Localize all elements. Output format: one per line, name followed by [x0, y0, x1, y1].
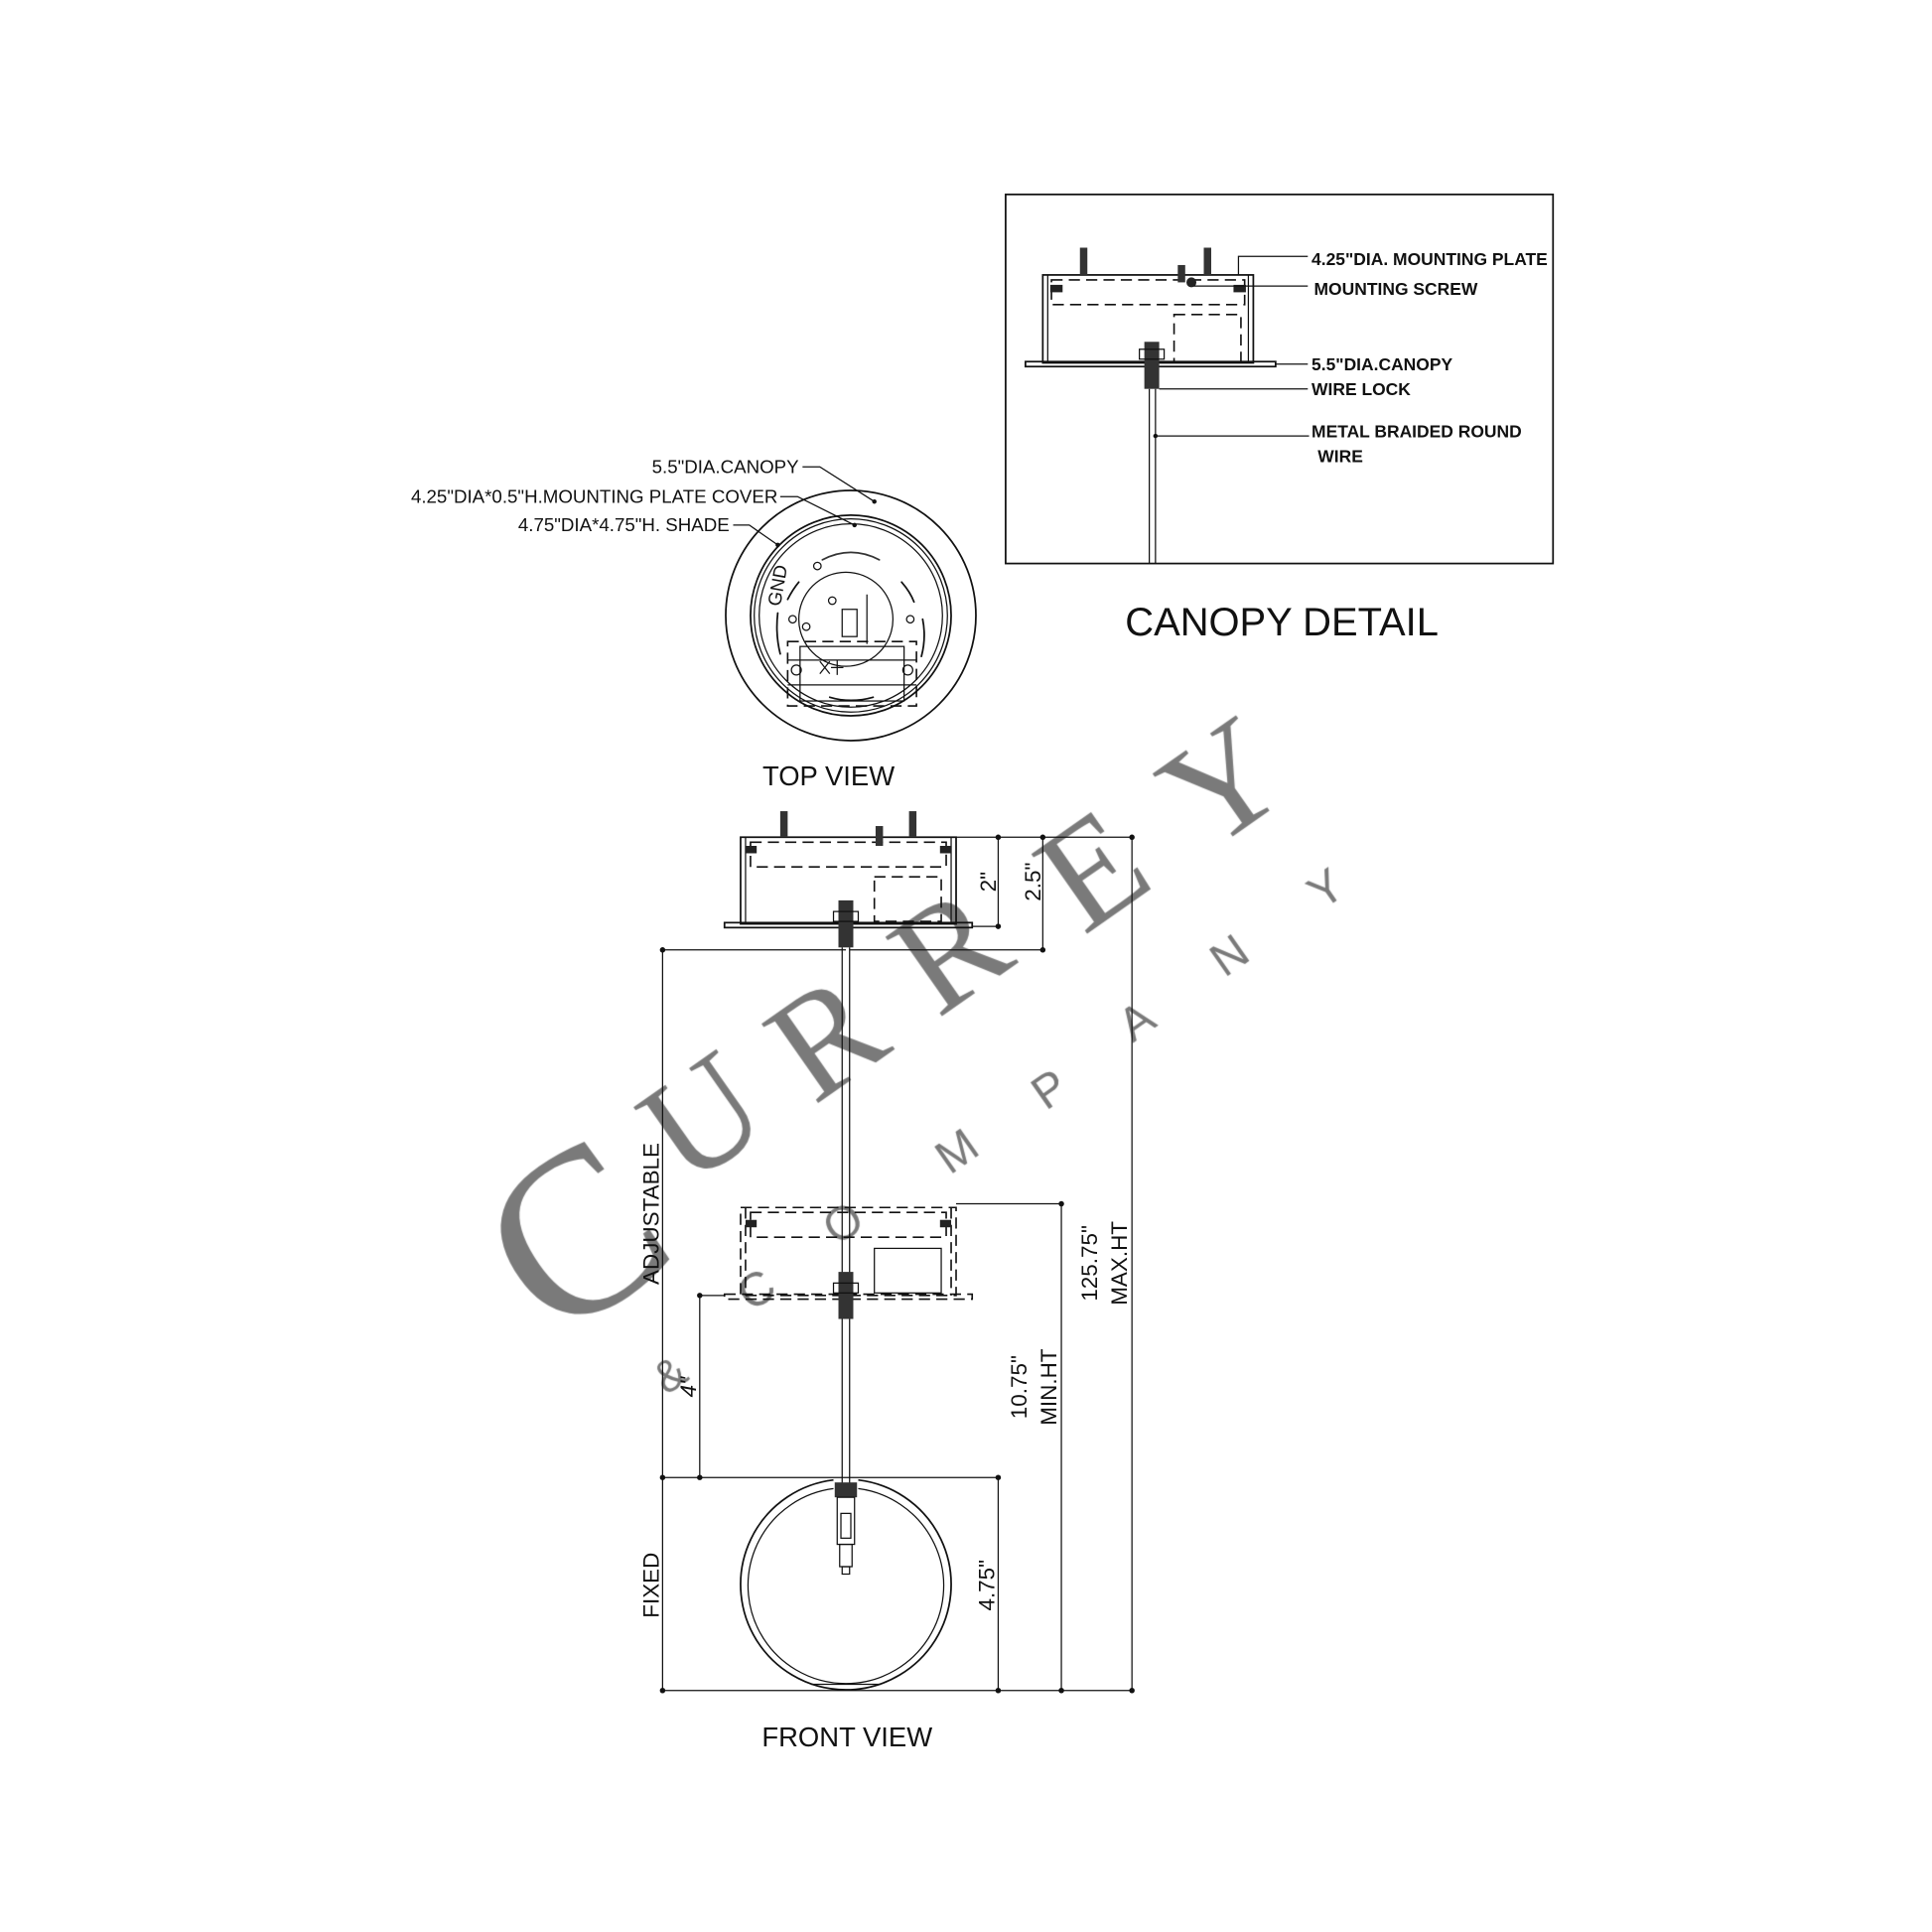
bolt-icon: [1079, 247, 1088, 275]
label-top-canopy: 5.5"DIA.CANOPY: [652, 457, 800, 478]
screw-icon: [1177, 264, 1185, 283]
wire-marking: [819, 659, 844, 675]
bolt-icon: [908, 811, 917, 838]
bolt-icon: [779, 811, 788, 838]
canopy-detail-title: CANOPY DETAIL: [1125, 601, 1439, 644]
dim-adjustable: ADJUSTABLE: [639, 1143, 664, 1285]
socket-icon: [834, 1482, 858, 1498]
label-mounting-screw: MOUNTING SCREW: [1314, 279, 1478, 299]
label-top-shade: 4.75"DIA*4.75"H. SHADE: [518, 514, 730, 535]
label-canopy: 5.5"DIA.CANOPY: [1311, 354, 1452, 374]
label-wire-lock: WIRE LOCK: [1311, 379, 1411, 399]
dim-max-label: MAX.HT: [1107, 1221, 1132, 1306]
canopy-detail-illustration: [1025, 247, 1277, 564]
screw-icon: [875, 826, 884, 846]
gnd-mark: GND: [763, 563, 791, 608]
top-view-title: TOP VIEW: [762, 760, 895, 791]
canopy-detail: 4.25"DIA. MOUNTING PLATE MOUNTING SCREW …: [1005, 193, 1555, 644]
dim-min-label: MIN.HT: [1036, 1348, 1061, 1426]
dim-min-value: 10.75": [1007, 1355, 1032, 1419]
wire-lock-icon: [838, 899, 854, 948]
bolt-icon: [1203, 247, 1211, 275]
top-view: GND 5.5"DIA.CANOPY 4.25"DIA*0.5"H.MOUNTI…: [411, 457, 977, 791]
label-wire-line2: WIRE: [1317, 446, 1363, 466]
dim-shade-height: 4.75": [975, 1560, 1000, 1611]
dim-max-value: 125.75": [1077, 1225, 1102, 1302]
dim-fixed: FIXED: [639, 1553, 664, 1618]
front-view: 2" 2.5" ADJUSTABLE FIXED 4" 4.75" 10.75"…: [639, 811, 1135, 1752]
dim-canopy-height: 2": [976, 872, 1001, 892]
label-mounting-plate: 4.25"DIA. MOUNTING PLATE: [1311, 249, 1548, 269]
top-view-illustration: GND: [725, 489, 977, 742]
label-wire-line1: METAL BRAIDED ROUND: [1311, 421, 1522, 441]
front-view-illustration: [723, 811, 974, 1691]
wire-lock-icon: [838, 1272, 854, 1319]
dim-canopy-total: 2.5": [1021, 863, 1045, 901]
front-view-title: FRONT VIEW: [761, 1722, 932, 1752]
dimension-lines: [659, 834, 1135, 1694]
label-top-plate-cover: 4.25"DIA*0.5"H.MOUNTING PLATE COVER: [411, 485, 777, 506]
dim-four: 4": [676, 1376, 701, 1397]
